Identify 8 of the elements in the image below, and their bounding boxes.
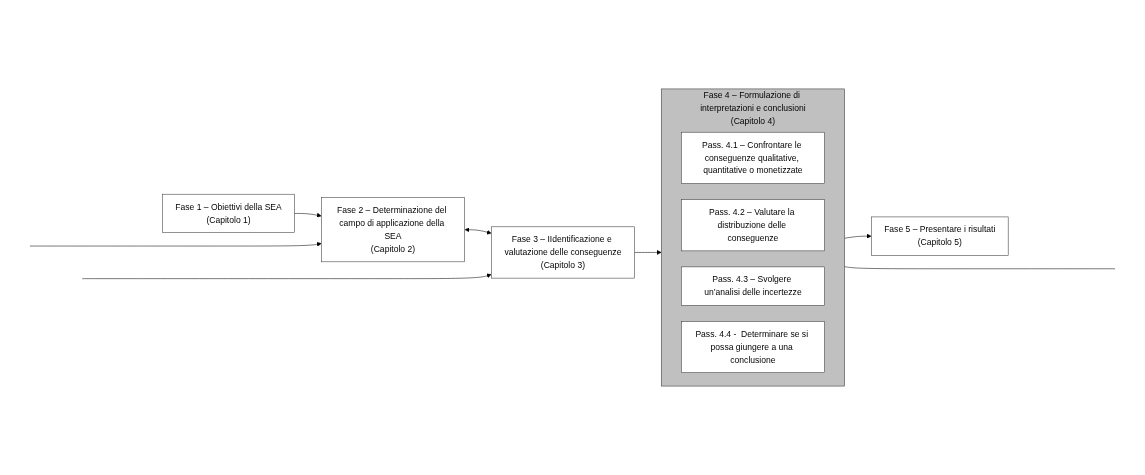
node-box: Pass. 4.1 – Confrontare le conseguenze qualitative, quantitative o monetizzate [681,131,825,184]
node-box: Fase 2 – Determinazione del campo di applicazione della SEA (Capitolo 2) [321,197,465,263]
node-box: Pass. 4.3 – Svolgere un’analisi delle incertezze [681,266,825,306]
node-box: Pass. 4.2 – Valutare la distribuzione delle conseguenze [681,199,825,252]
node-box: Fase 5 – Presentare i risultati (Capitolo 5) [871,216,1009,256]
node-box: Pass. 4.4 - Determinare se si possa giungere a una conclusione [681,321,825,373]
node-box: Fase 3 – IIdentificazione e valutazione delle conseguenze (Capitolo 3) [491,226,635,279]
node-box: Fase 1 – Obiettivi della SEA (Capitolo 1) [162,193,295,233]
